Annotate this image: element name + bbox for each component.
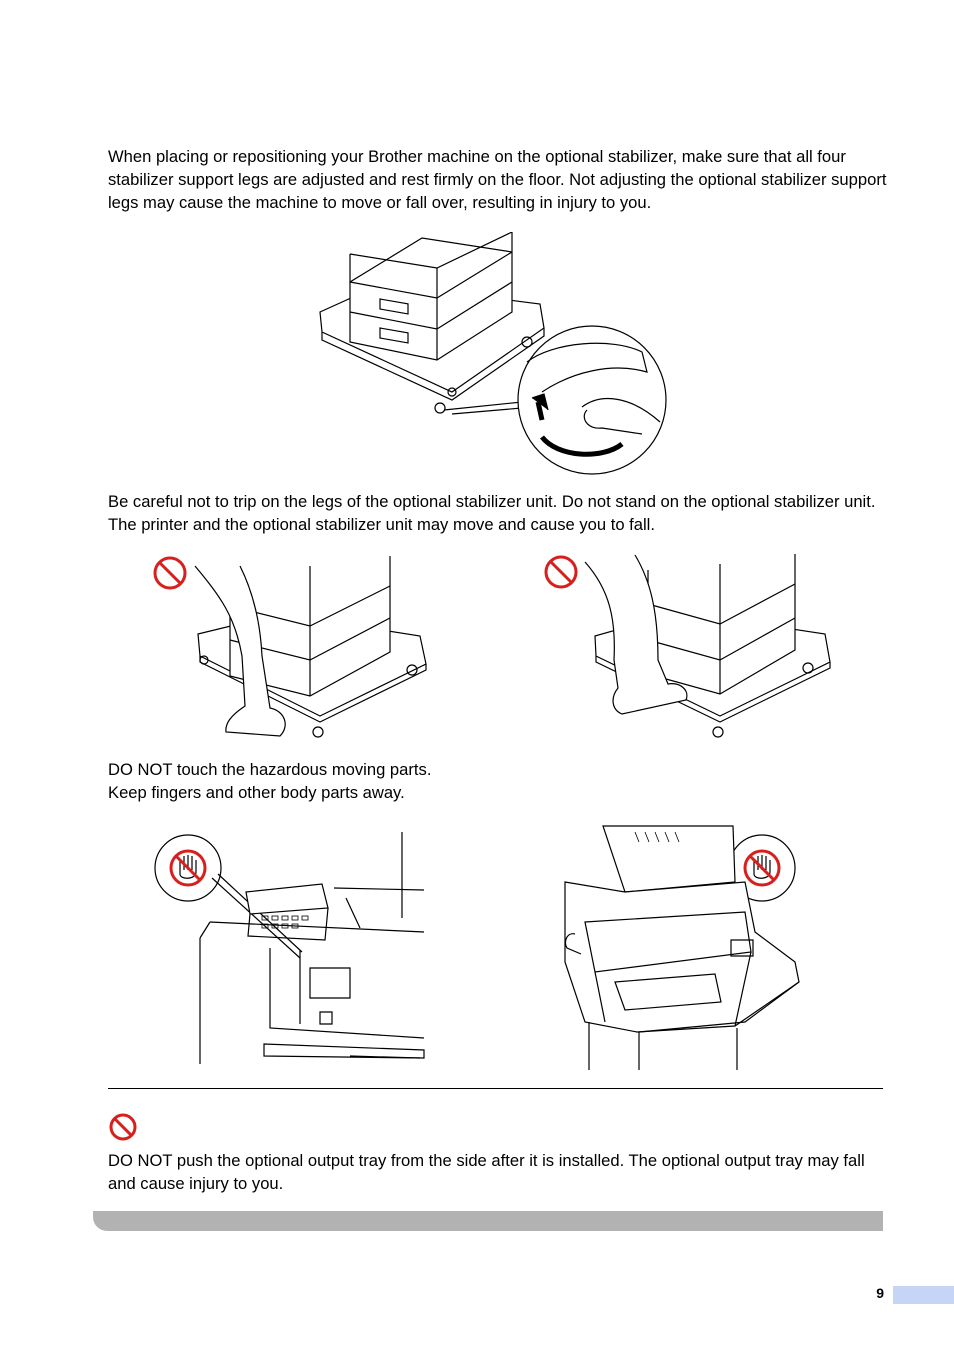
- page-tab: [893, 1286, 954, 1304]
- output-tray-paragraph: DO NOT push the optional output tray fro…: [108, 1151, 865, 1193]
- prohibition-icon: [544, 555, 578, 589]
- page-number: 9: [876, 1285, 884, 1301]
- prohibition-icon: [109, 1113, 137, 1141]
- footer-bar: [93, 1211, 883, 1231]
- moving-parts-line-2: Keep fingers and other body parts away.: [108, 783, 405, 802]
- moving-parts-line-1: DO NOT touch the hazardous moving parts.: [108, 760, 432, 779]
- stabilizer-legs-paragraph: When placing or repositioning your Broth…: [108, 147, 887, 212]
- moving-parts-paragraph: DO NOT touch the hazardous moving parts.…: [108, 758, 888, 804]
- stabilizer-leg-adjust-illustration: [319, 232, 667, 475]
- prohibition-icon: [153, 556, 187, 590]
- no-touch-hand-icon: [154, 834, 222, 902]
- section-divider: [108, 1088, 883, 1089]
- printer-open-moving-parts-illustration: [564, 825, 800, 1070]
- stand-on-stabilizer-illustration: [544, 554, 831, 738]
- printer-front-moving-parts-illustration: [154, 832, 425, 1064]
- trip-on-legs-illustration: [153, 556, 427, 738]
- trip-warning-paragraph: Be careful not to trip on the legs of th…: [108, 492, 876, 534]
